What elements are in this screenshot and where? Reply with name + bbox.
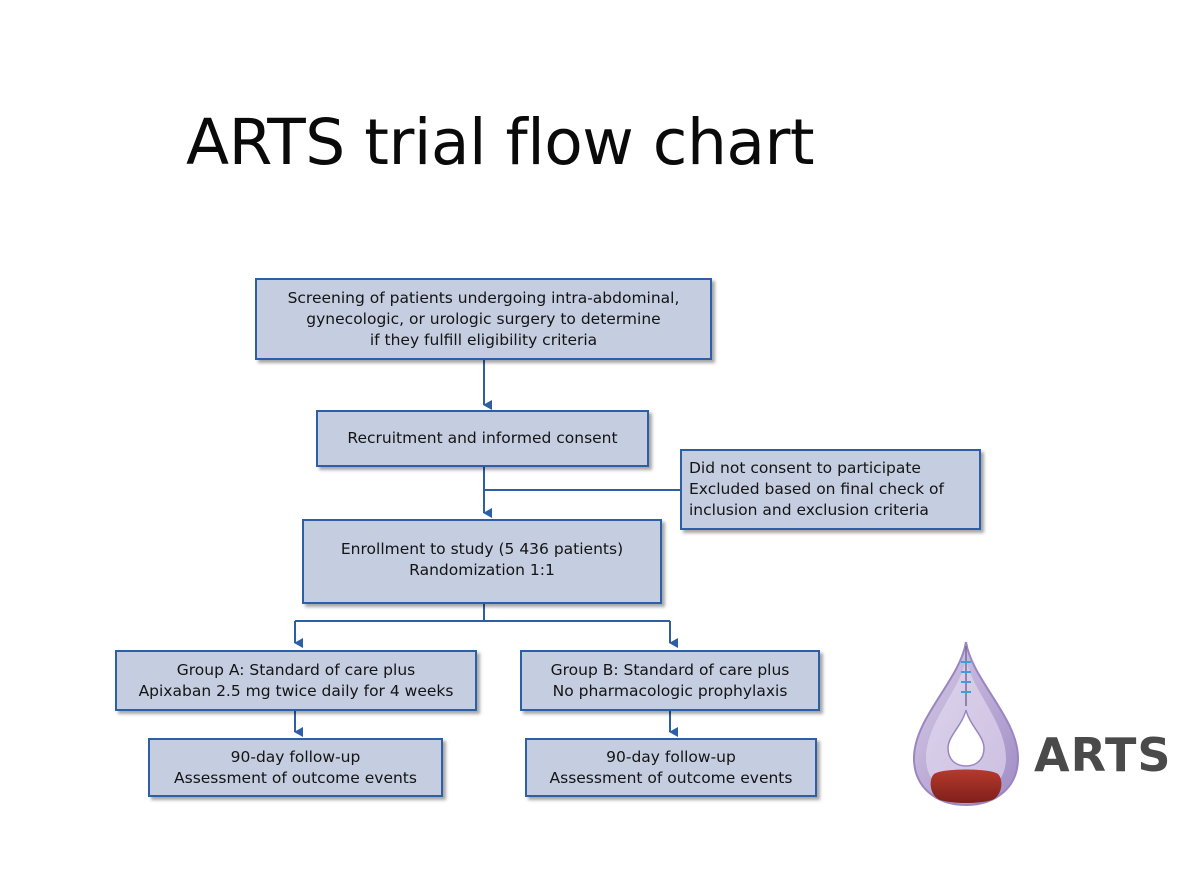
- enrollment-line-1: Enrollment to study (5 436 patients): [340, 540, 624, 558]
- exclusion-line-3: inclusion and exclusion criteria: [689, 501, 929, 519]
- logo-text: ARTS: [1034, 728, 1172, 782]
- exclusion-box: Did not consent to participate Excluded …: [680, 449, 981, 530]
- group-a-box: Group A: Standard of care plus Apixaban …: [115, 650, 477, 711]
- recruitment-box: Recruitment and informed consent: [316, 410, 649, 467]
- screening-line-1: Screening of patients undergoing intra-a…: [287, 288, 680, 307]
- followup-a-line-2: Assessment of outcome events: [174, 768, 417, 787]
- followup-b-line-1: 90-day follow-up: [606, 747, 736, 766]
- exclusion-line-1: Did not consent to participate: [689, 459, 921, 477]
- exclusion-line-2: Excluded based on final check of: [689, 480, 945, 498]
- screening-line-2: gynecologic, or urologic surgery to dete…: [306, 309, 661, 328]
- group-a-line-1: Group A: Standard of care plus: [176, 660, 416, 679]
- blood-drop-logo-icon: [912, 641, 1020, 807]
- slide-title: ARTS trial flow chart: [186, 106, 815, 179]
- group-b-line-2: No pharmacologic prophylaxis: [552, 681, 788, 700]
- followup-b-box: 90-day follow-up Assessment of outcome e…: [525, 738, 817, 797]
- screening-line-3: if they fulfill eligibility criteria: [369, 330, 598, 349]
- recruitment-line-1: Recruitment and informed consent: [347, 429, 618, 447]
- group-b-line-1: Group B: Standard of care plus: [550, 660, 790, 679]
- group-b-box: Group B: Standard of care plus No pharma…: [520, 650, 820, 711]
- enrollment-line-2: Randomization 1:1: [409, 561, 555, 579]
- screening-box: Screening of patients undergoing intra-a…: [255, 278, 712, 360]
- group-a-line-2: Apixaban 2.5 mg twice daily for 4 weeks: [138, 681, 454, 700]
- enrollment-box: Enrollment to study (5 436 patients) Ran…: [302, 519, 662, 604]
- followup-a-line-1: 90-day follow-up: [230, 747, 361, 766]
- followup-b-line-2: Assessment of outcome events: [549, 768, 793, 787]
- followup-a-box: 90-day follow-up Assessment of outcome e…: [148, 738, 443, 797]
